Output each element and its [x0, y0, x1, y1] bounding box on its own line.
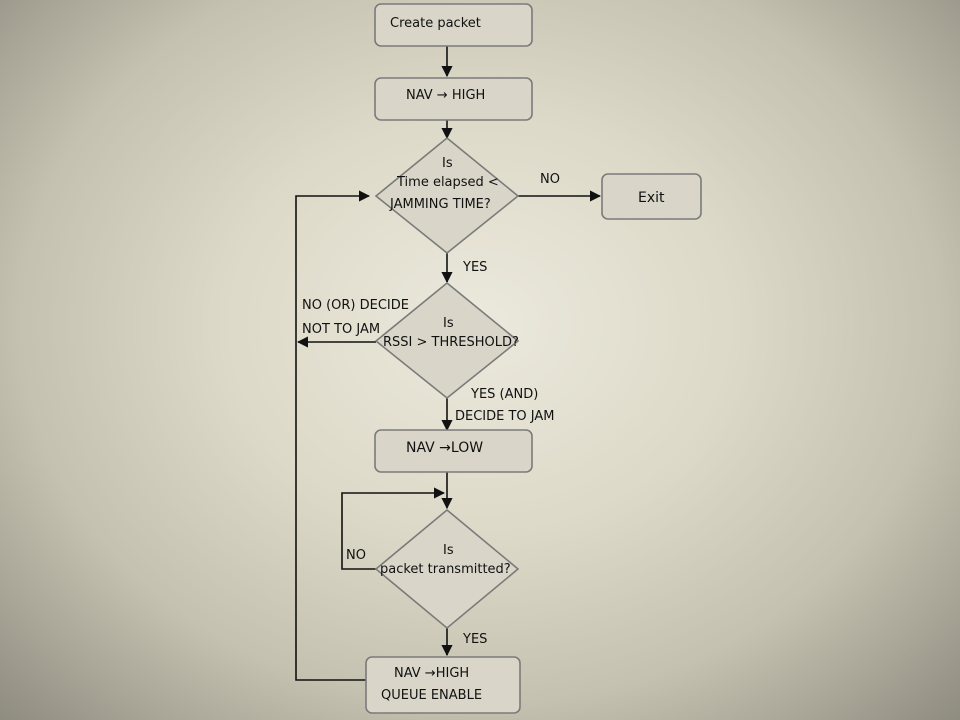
nav-high-label: NAV → HIGH: [406, 88, 485, 103]
transmitted-decision-line-1: Is: [443, 543, 454, 558]
rssi-decision-line-2: RSSI > THRESHOLD?: [383, 335, 519, 350]
nav-high-queue-line-2: QUEUE ENABLE: [381, 688, 482, 703]
rssi-decision-line-1: Is: [443, 316, 454, 331]
edge-label-transmitted-yes: YES: [462, 632, 487, 647]
node-nav-low: [374, 429, 533, 473]
nav-high-queue-line-1: NAV →HIGH: [394, 666, 469, 681]
time-decision-line-2: Time elapsed <: [396, 175, 499, 190]
edge-label-rssi-no-line-1: NO (OR) DECIDE: [302, 298, 409, 313]
edge-label-rssi-yes-line-1: YES (AND): [470, 387, 538, 402]
decision-rssi-threshold: [374, 281, 520, 400]
edge-label-time-yes: YES: [462, 260, 487, 275]
node-nav-high: [374, 77, 533, 121]
decision-time-elapsed: [374, 136, 520, 255]
loop-back-to-time-decision: [295, 190, 371, 681]
edge-label-rssi-no-line-2: NOT TO JAM: [302, 322, 380, 337]
edge-label-transmitted-no: NO: [346, 548, 366, 563]
edge-label-time-no: NO: [540, 172, 560, 187]
decision-packet-transmitted: [374, 508, 520, 630]
create-packet-label: Create packet: [390, 16, 481, 31]
connectors: [295, 46, 602, 681]
edge-label-rssi-yes-line-2: DECIDE TO JAM: [455, 409, 555, 424]
transmitted-decision-line-2: packet transmitted?: [380, 562, 511, 577]
nav-low-label: NAV →LOW: [406, 440, 483, 456]
node-create-packet: [374, 3, 533, 47]
loop-transmitted-no: [341, 487, 446, 570]
time-decision-line-3: JAMMING TIME?: [389, 197, 491, 212]
exit-label: Exit: [638, 190, 665, 206]
node-exit: [601, 173, 702, 220]
node-nav-high-queue-enable: [365, 656, 521, 714]
time-decision-line-1: Is: [442, 156, 453, 171]
